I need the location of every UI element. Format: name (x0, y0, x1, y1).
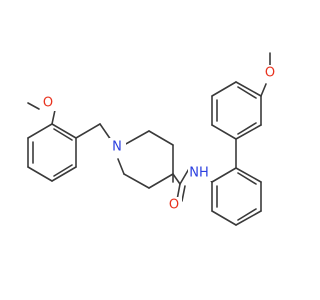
n-piperidine-bg (109, 138, 126, 156)
bond-ch2-n (99, 123, 112, 141)
bond-ringB-2 (235, 167, 262, 183)
bond-ringA-4 (51, 166, 77, 182)
bond-carbonyl-c (172, 173, 181, 185)
bond-ringB-double-2 (237, 208, 257, 221)
o-left-bg (40, 95, 56, 111)
bond-ringC-double-3 (237, 122, 257, 135)
bond-aryl-o-right (260, 83, 267, 97)
bond-pip-6 (117, 158, 125, 175)
oxygen-left-label: O (43, 96, 53, 111)
bond-ringA-double-3 (53, 128, 73, 141)
bond-ringA-1 (27, 123, 53, 139)
bond-aryl-ch2 (75, 123, 101, 139)
bond-pip-5 (123, 173, 150, 189)
o-right-bg (262, 65, 278, 81)
nh-label: NH (189, 166, 209, 181)
bond-ringC-4 (235, 81, 262, 97)
oxygen-right-label: O (265, 66, 275, 81)
bond-ringC-3 (211, 81, 237, 97)
bond-ringB-1 (211, 167, 237, 183)
bond-ringC-1 (211, 124, 237, 140)
bond-ringB-4 (235, 210, 262, 226)
o-amide-bg (166, 197, 182, 213)
oxygen-amide-label: O (169, 198, 179, 213)
bond-carbonyl-o-double (181, 185, 186, 202)
molecule-structure: O N NH O O (27, 52, 278, 226)
bond-ringB-5 (211, 210, 237, 226)
bond-ringC-6 (235, 124, 262, 140)
bond-methyl-o-left (27, 102, 40, 110)
bond-ringA-6 (51, 123, 77, 139)
bond-pip-1 (123, 130, 150, 146)
bond-ringA-double-2 (53, 164, 73, 177)
bond-o-left-aryl (51, 109, 56, 125)
bond-ringB-double-1 (237, 172, 257, 185)
bond-ringA-3 (27, 166, 53, 182)
bond-pip-4 (148, 173, 174, 189)
bond-ringC-double-2 (237, 86, 257, 99)
nitrogen-piperidine-label: N (112, 140, 122, 155)
bond-pip-2 (148, 130, 174, 146)
nh-bg (188, 165, 212, 181)
